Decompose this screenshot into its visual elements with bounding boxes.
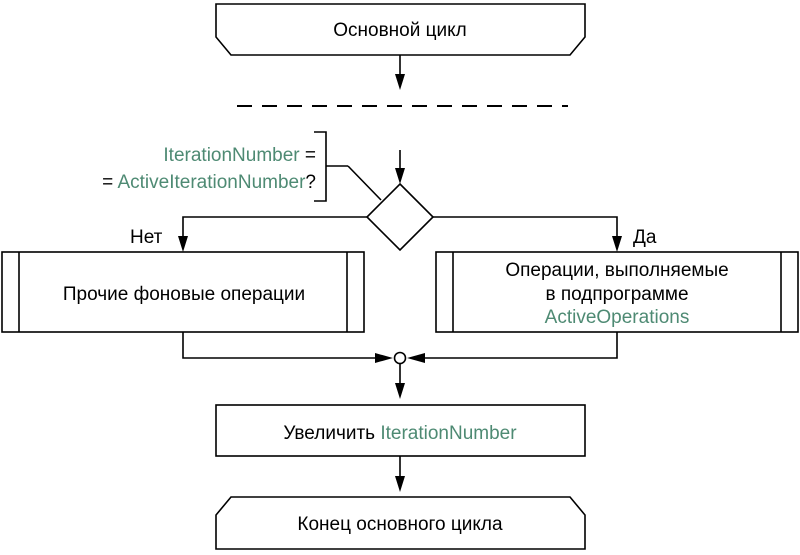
arrowhead-start-down [395, 74, 405, 90]
end-block-label: Конец основного цикла [297, 514, 503, 535]
connector-branch-yes [433, 216, 618, 238]
comment-pointer [347, 165, 382, 201]
increment-block-label: Увеличить IterationNumber [283, 423, 517, 444]
connector-branch-no [182, 216, 367, 238]
start-block-label: Основной цикл [333, 20, 467, 41]
arrowhead-branch-yes [612, 236, 622, 252]
arrowhead-merge-right [407, 353, 425, 363]
arrowhead-increment-down [395, 476, 405, 492]
background-operations-label: Прочие фоновые операции [63, 284, 305, 305]
connector-merge-left [182, 332, 378, 359]
condition-line-2: = ActiveIterationNumber? [102, 172, 316, 193]
active-operations-line-1: Операции, выполняемые [505, 260, 728, 281]
arrowhead-junction-down [395, 383, 405, 399]
arrowhead-decision-in [395, 168, 405, 184]
arrowhead-branch-no [178, 236, 188, 252]
condition-line-1: IterationNumber = [163, 145, 316, 166]
connector-merge-right [422, 332, 618, 359]
condition-variable-1: IterationNumber [163, 145, 300, 166]
end-block-shape [215, 496, 586, 550]
branch-yes-label: Да [633, 227, 657, 248]
increment-block-shape [215, 404, 586, 457]
background-operations-shape [1, 251, 365, 333]
merge-junction [393, 351, 407, 365]
arrowhead-merge-left [375, 353, 393, 363]
start-block-shape [215, 3, 586, 56]
active-operations-line-2: в подпрограмме [545, 284, 688, 305]
active-operations-shape [435, 251, 799, 333]
background-operations-block: Прочие фоновые операции [1, 251, 365, 333]
condition-comment: IterationNumber = = ActiveIterationNumbe… [102, 131, 382, 202]
start-block: Основной цикл [215, 3, 586, 56]
condition-variable-2: ActiveIterationNumber [117, 172, 306, 193]
decision-diamond [365, 182, 435, 252]
increment-variable: IterationNumber [380, 423, 517, 444]
active-operations-variable: ActiveOperations [545, 307, 690, 328]
active-operations-block: Операции, выполняемые в подпрограмме Act… [435, 251, 799, 333]
branch-no-label: Нет [130, 227, 163, 248]
increment-block: Увеличить IterationNumber [215, 404, 586, 457]
end-block: Конец основного цикла [215, 496, 586, 550]
